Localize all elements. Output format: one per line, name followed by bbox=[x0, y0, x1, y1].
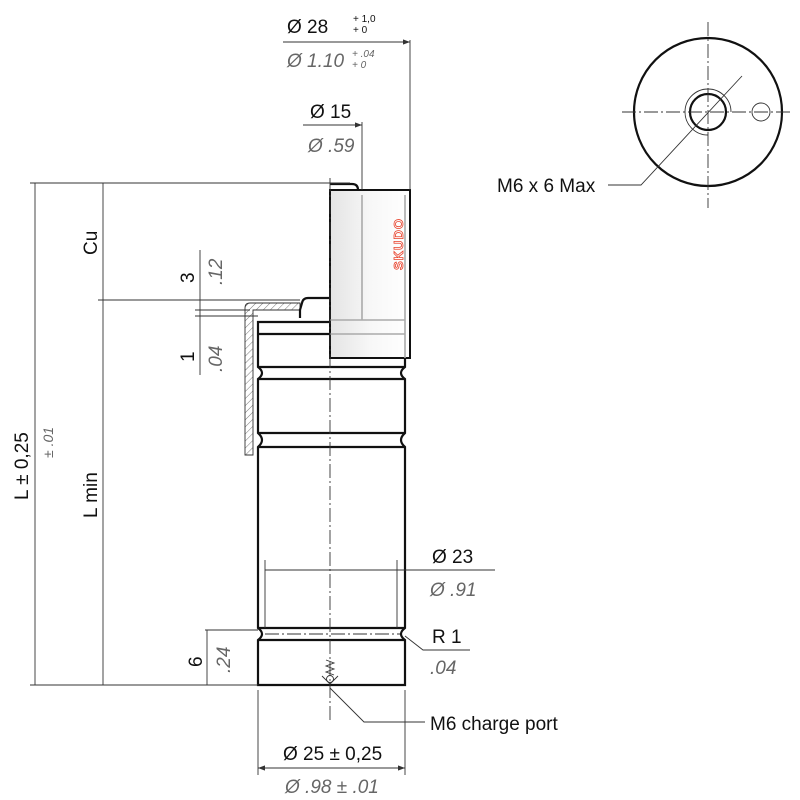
dim-6: 6 bbox=[186, 656, 207, 667]
dim-d15: Ø 15 bbox=[310, 102, 351, 123]
dim-6-imperial: .24 bbox=[214, 647, 235, 673]
dimension-lines bbox=[30, 39, 495, 775]
dim-d15-imperial: Ø .59 bbox=[307, 136, 355, 157]
dim-length: L ± 0,25 bbox=[12, 432, 33, 500]
dim-d25-imperial: Ø .98 ± .01 bbox=[284, 777, 379, 798]
cylinder-side-view: SKUDO bbox=[244, 178, 411, 720]
thread-callout: M6 x 6 Max bbox=[497, 176, 596, 197]
skudo-logo: SKUDO bbox=[391, 218, 406, 270]
dim-d28-tol-upper: + 1,0 bbox=[353, 14, 376, 25]
dim-d28: Ø 28 bbox=[287, 17, 328, 38]
dim-length-imperial: ± .01 bbox=[40, 427, 56, 458]
dim-3: 3 bbox=[178, 272, 199, 283]
dim-d28-imperial: Ø 1.10 bbox=[286, 51, 344, 72]
dim-cu: Cu bbox=[81, 231, 102, 255]
dim-r1: R 1 bbox=[432, 627, 462, 648]
dim-d25: Ø 25 ± 0,25 bbox=[283, 744, 382, 765]
dim-1-imperial: .04 bbox=[206, 346, 227, 372]
dim-d23: Ø 23 bbox=[432, 547, 473, 568]
dim-lmin: L min bbox=[81, 472, 102, 518]
dim-r1-imperial: .04 bbox=[430, 658, 456, 679]
dim-d28-imp-tol-lower: + 0 bbox=[352, 60, 367, 71]
dim-d28-tol-lower: + 0 bbox=[353, 25, 368, 36]
dim-d28-imp-tol-upper: + .04 bbox=[352, 49, 375, 60]
dim-1: 1 bbox=[178, 351, 199, 362]
dim-d23-imperial: Ø .91 bbox=[429, 580, 476, 601]
cylinder-top-view bbox=[608, 22, 792, 208]
dim-3-imperial: .12 bbox=[206, 258, 227, 285]
charge-port-callout: M6 charge port bbox=[430, 714, 559, 735]
